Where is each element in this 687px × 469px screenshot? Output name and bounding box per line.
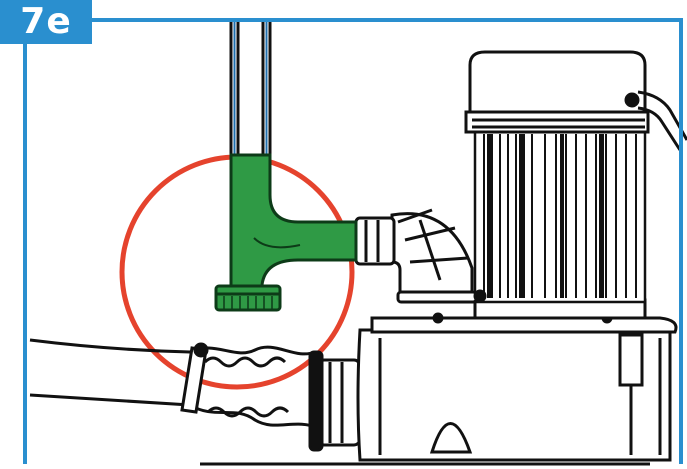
inlet-hose bbox=[29, 338, 319, 430]
pipe-cap-ridges bbox=[223, 296, 273, 309]
motor-cable bbox=[624, 90, 687, 151]
pump-top-plate bbox=[370, 312, 678, 334]
drain-plug bbox=[618, 333, 644, 455]
vertical-pipes bbox=[229, 22, 272, 160]
pump-housing bbox=[356, 328, 672, 462]
pipe-highlight-line bbox=[253, 237, 301, 249]
illustration-frame bbox=[23, 18, 683, 464]
hose-clamp bbox=[180, 342, 209, 414]
motor-cap bbox=[464, 50, 650, 134]
step-badge: 7e bbox=[0, 0, 92, 44]
outlet-elbow bbox=[390, 208, 487, 304]
pipe-union bbox=[354, 216, 396, 266]
